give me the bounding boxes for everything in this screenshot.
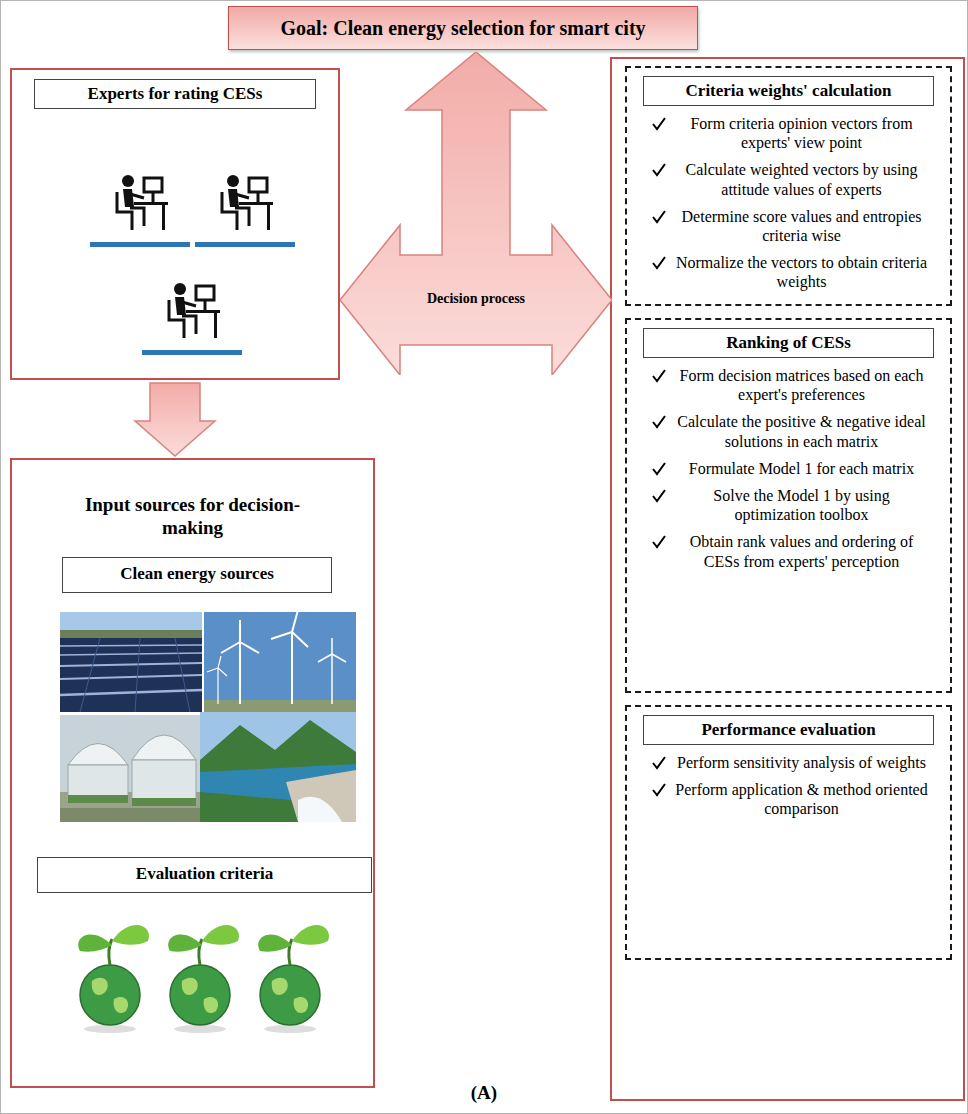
biogas-photo <box>60 715 200 822</box>
panel-title: Input sources for decision-making <box>63 494 323 540</box>
step-item: Calculate the positive & negative ideal … <box>673 412 930 450</box>
header-box: Evaluation criteria <box>37 857 372 893</box>
arrow-label: Decision process <box>340 291 612 307</box>
step-item: Perform sensitivity analysis of weights <box>673 753 930 772</box>
panel-title: Experts for rating CESs <box>34 79 316 109</box>
arrow-shape <box>340 52 612 375</box>
step-item: Calculate weighted vectors by using atti… <box>673 160 930 198</box>
step-item: Normalize the vectors to obtain criteria… <box>673 253 930 291</box>
eco-globe <box>168 925 239 1033</box>
check-mark <box>651 782 667 798</box>
wind-photo <box>204 610 356 712</box>
step-title: Performance evaluation <box>643 715 934 745</box>
block-arrow <box>135 383 215 456</box>
step-row: Form decision matrices based on each exp… <box>627 366 950 404</box>
check-mark <box>651 534 667 550</box>
step-item: Formulate Model 1 for each matrix <box>673 459 930 478</box>
check-mark <box>651 368 667 384</box>
step-item: Obtain rank values and ordering of CESs … <box>673 532 930 570</box>
check-mark <box>651 488 667 504</box>
step-item: Form decision matrices based on each exp… <box>673 366 930 404</box>
eco-globe <box>78 925 149 1033</box>
check-mark <box>651 209 667 225</box>
step-box: Ranking of CESsForm decision matrices ba… <box>625 318 952 693</box>
check-mark <box>651 162 667 178</box>
figure-label: (A) <box>430 1082 538 1104</box>
header-box: Clean energy sources <box>62 557 332 593</box>
box-title: Evaluation criteria <box>46 864 363 884</box>
check-mark <box>651 461 667 477</box>
step-row: Calculate weighted vectors by using atti… <box>627 160 950 198</box>
step-row: Formulate Model 1 for each matrix <box>627 459 950 478</box>
process-frame <box>611 58 964 1100</box>
check-mark <box>651 255 667 271</box>
panel-box: Input sources for decision-makingClean e… <box>10 458 375 1088</box>
step-row: Solve the Model 1 by using optimization … <box>627 486 950 524</box>
expert-icon <box>142 283 242 355</box>
expert-icon <box>90 175 190 247</box>
step-row: Perform application & method oriented co… <box>627 780 950 818</box>
box-title: Clean energy sources <box>71 564 323 584</box>
goal-text: Goal: Clean energy selection for smart c… <box>280 17 645 40</box>
check-mark <box>651 755 667 771</box>
expert-icon <box>195 175 295 247</box>
step-row: Perform sensitivity analysis of weights <box>627 753 950 772</box>
step-row: Normalize the vectors to obtain criteria… <box>627 253 950 291</box>
panel-box: Experts for rating CESs <box>10 68 340 380</box>
step-row: Obtain rank values and ordering of CESs … <box>627 532 950 570</box>
solar-photo <box>60 612 202 712</box>
step-row: Form criteria opinion vectors from exper… <box>627 114 950 152</box>
goal-box: Goal: Clean energy selection for smart c… <box>228 6 698 50</box>
step-title: Criteria weights' calculation <box>643 76 934 106</box>
step-row: Determine score values and entropies cri… <box>627 207 950 245</box>
step-box: Performance evaluationPerform sensitivit… <box>625 705 952 960</box>
check-mark <box>651 116 667 132</box>
hydro-photo <box>200 712 356 822</box>
step-title: Ranking of CESs <box>643 328 934 358</box>
step-box: Criteria weights' calculationForm criter… <box>625 66 952 306</box>
step-item: Solve the Model 1 by using optimization … <box>673 486 930 524</box>
decision-arrow: Decision process <box>340 52 612 375</box>
step-row: Calculate the positive & negative ideal … <box>627 412 950 450</box>
step-item: Form criteria opinion vectors from exper… <box>673 114 930 152</box>
eco-globe <box>258 925 329 1033</box>
step-item: Perform application & method oriented co… <box>673 780 930 818</box>
check-mark <box>651 414 667 430</box>
step-item: Determine score values and entropies cri… <box>673 207 930 245</box>
